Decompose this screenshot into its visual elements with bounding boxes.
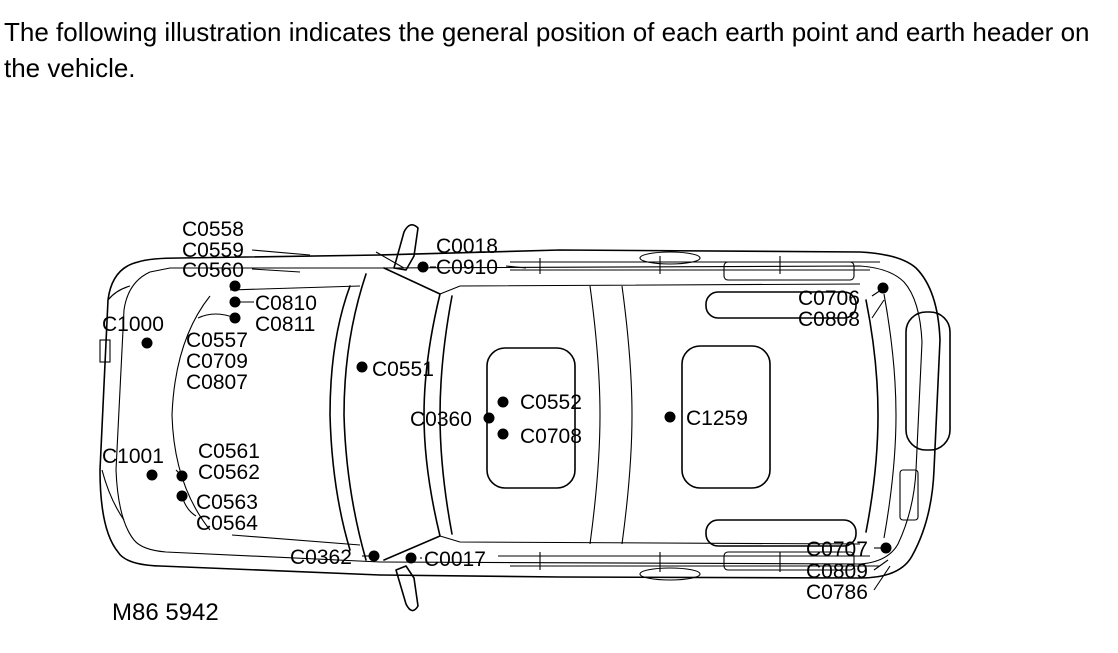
label-c0017: C0017 xyxy=(424,548,486,571)
earth-point xyxy=(405,552,417,564)
label-c0557: C0557 xyxy=(186,329,248,352)
earth-point xyxy=(146,469,158,481)
label-c0552: C0552 xyxy=(520,391,582,414)
earth-point xyxy=(229,280,241,292)
label-c0559: C0559 xyxy=(182,239,244,262)
earth-point xyxy=(497,428,509,440)
earth-point xyxy=(356,361,368,373)
label-c0018: C0018 xyxy=(436,235,498,258)
label-c0810: C0810 xyxy=(255,292,317,315)
label-c1000: C1000 xyxy=(102,313,164,336)
label-c0561: C0561 xyxy=(198,440,260,463)
label-c0807: C0807 xyxy=(186,371,248,394)
connector-labels: C0558 C0559 C0560 C0810 C0811 C1000 C055… xyxy=(102,218,868,604)
label-c0910: C0910 xyxy=(436,256,498,279)
earth-points xyxy=(141,261,892,564)
earth-point xyxy=(497,396,509,408)
label-c0786: C0786 xyxy=(806,581,868,604)
label-c0560: C0560 xyxy=(182,259,244,282)
earth-point xyxy=(880,542,892,554)
intro-paragraph: The following illustration indicates the… xyxy=(4,17,1090,83)
label-c0562: C0562 xyxy=(198,461,260,484)
label-c0709: C0709 xyxy=(186,350,248,373)
figure-id: M86 5942 xyxy=(112,599,219,626)
label-c0809: C0809 xyxy=(806,560,868,583)
earth-point xyxy=(368,550,380,562)
label-c0551: C0551 xyxy=(372,358,434,381)
earth-point xyxy=(229,296,241,308)
label-c1259: C1259 xyxy=(686,407,748,430)
label-c0811: C0811 xyxy=(255,313,315,336)
earth-point xyxy=(877,282,889,294)
earth-point xyxy=(483,412,495,424)
label-c1001: C1001 xyxy=(102,445,164,468)
label-c0707: C0707 xyxy=(806,538,868,561)
label-c0563: C0563 xyxy=(196,491,258,514)
label-c0362: C0362 xyxy=(290,546,352,569)
label-c0708: C0708 xyxy=(520,425,582,448)
earth-point xyxy=(176,470,188,482)
earth-point xyxy=(664,411,676,423)
earth-point xyxy=(229,312,241,324)
vehicle-outline xyxy=(99,224,951,612)
label-c0706: C0706 xyxy=(798,287,860,310)
earth-point xyxy=(417,261,429,273)
label-c0808: C0808 xyxy=(798,308,860,331)
earth-point xyxy=(176,490,188,502)
label-c0558: C0558 xyxy=(182,218,244,241)
label-c0360: C0360 xyxy=(410,408,472,431)
earth-point xyxy=(141,337,153,349)
label-c0564: C0564 xyxy=(196,512,258,535)
